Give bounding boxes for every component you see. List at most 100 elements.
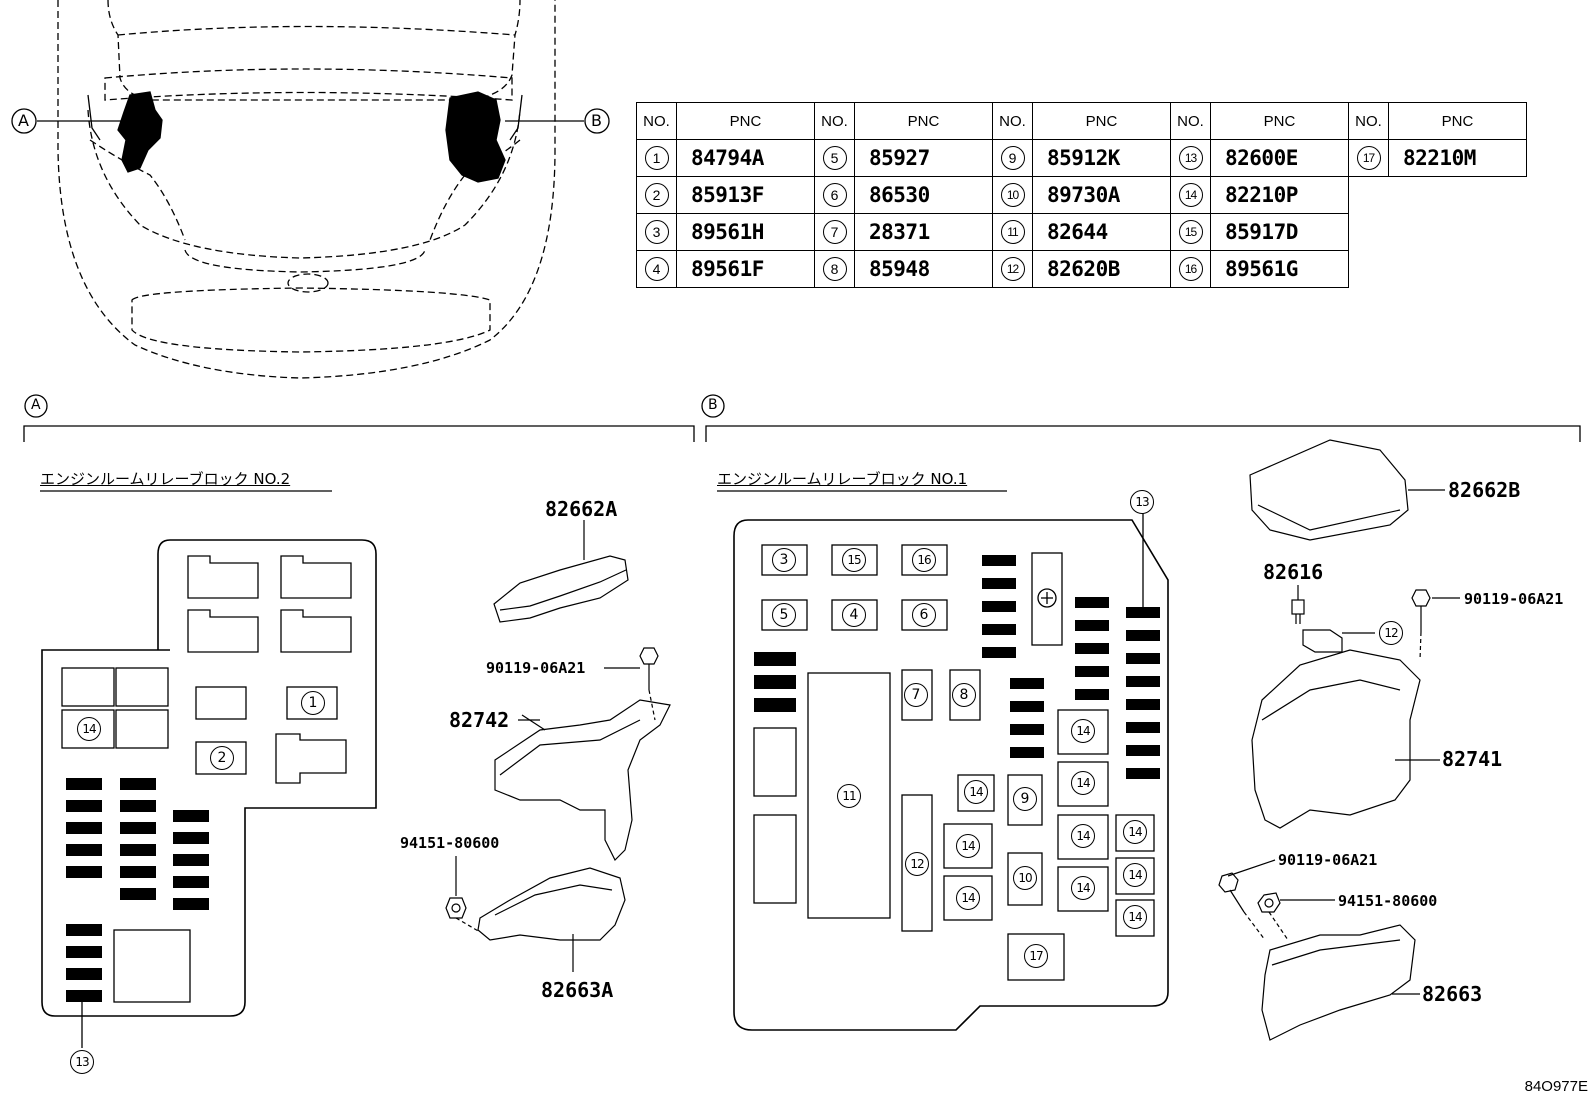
pnc-code: 82600E [1210, 139, 1349, 177]
pnc-code: 82620B [1032, 250, 1171, 288]
item-number: 16 [1178, 257, 1203, 281]
diagram-code: 84O977E [1524, 1078, 1588, 1095]
relay-block-no2-outline [41, 539, 377, 1017]
pnc-code: 85927 [854, 139, 993, 177]
header-no: NO. [1170, 102, 1211, 140]
header-pnc: PNC [1032, 102, 1171, 140]
item-number: 9 [1000, 146, 1025, 170]
pnc-code: 82644 [1032, 213, 1171, 251]
item-marker-13: 13 [1130, 490, 1154, 514]
callout-a-label: A [18, 111, 29, 130]
section-b-parts [1218, 439, 1460, 1041]
nut-a-icon [445, 897, 481, 933]
header-pnc: PNC [676, 102, 815, 140]
header-no: NO. [814, 102, 855, 140]
item-marker-1: 1 [301, 691, 325, 715]
lower-cover-82663a-shape [477, 867, 626, 941]
relay-block-a-location [117, 91, 163, 173]
bolt-b-top-icon [1411, 589, 1460, 661]
item-marker-4: 4 [842, 603, 866, 627]
fuse-stacks-no1 [754, 555, 1160, 779]
header-no: NO. [636, 102, 677, 140]
item-number: 2 [644, 183, 669, 207]
item-marker-6: 6 [912, 603, 936, 627]
relay-12-icon [1302, 629, 1375, 653]
pnc-code: 82210P [1210, 176, 1349, 214]
pnc-code: 28371 [854, 213, 993, 251]
section-b-bracket [705, 425, 1581, 442]
item-marker-14: 14 [1123, 863, 1147, 887]
item-number: 15 [1178, 220, 1203, 244]
callout-b-marker [584, 108, 610, 134]
item-marker-14: 14 [1071, 824, 1095, 848]
relay-82616-icon [1291, 585, 1305, 624]
part-label-82662a: 82662A [545, 497, 618, 521]
part-label-82663: 82663 [1422, 982, 1483, 1006]
car-front-illustration [57, 0, 556, 379]
item-number: 10 [1000, 183, 1025, 207]
cover-82662a-shape [493, 555, 629, 623]
pnc-code: 89561G [1210, 250, 1349, 288]
item-marker-8: 8 [952, 683, 976, 707]
part-label-82662b: 82662B [1448, 478, 1521, 502]
part-label-90119-b-top: 90119-06A21 [1464, 590, 1564, 608]
item-marker-12: 12 [905, 852, 929, 876]
item-marker-14: 14 [964, 780, 988, 804]
header-pnc: PNC [1388, 102, 1527, 140]
section-a-parts [445, 520, 671, 972]
item-marker-13: 13 [70, 1050, 94, 1074]
pnc-code: 89561H [676, 213, 815, 251]
pnc-code: 82210M [1388, 139, 1527, 177]
part-label-94151-a: 94151-80600 [400, 834, 500, 852]
item-number: 7 [822, 220, 847, 244]
item-marker-14: 14 [1071, 719, 1095, 743]
pnc-code: 84794A [676, 139, 815, 177]
part-label-90119-a: 90119-06A21 [486, 659, 586, 677]
bolt-a-icon [639, 647, 659, 721]
item-marker-14: 14 [1123, 905, 1147, 929]
section-b-marker [701, 394, 725, 418]
section-a-title: エンジンルームリレーブロック NO.2 [40, 470, 291, 488]
item-number: 6 [822, 183, 847, 207]
item-marker-17: 17 [1024, 944, 1048, 968]
item-number: 14 [1178, 183, 1203, 207]
callout-b-label: B [591, 111, 602, 130]
item-marker-14: 14 [956, 886, 980, 910]
cover-82662b-shape [1249, 439, 1409, 541]
item-marker-9: 9 [1013, 787, 1037, 811]
item-number: 1 [644, 146, 669, 170]
item-number: 11 [1000, 220, 1025, 244]
ground-terminal-icon [1037, 588, 1057, 608]
item-number: 17 [1356, 146, 1381, 170]
item-marker-15: 15 [842, 548, 866, 572]
part-label-90119-b-bottom: 90119-06A21 [1278, 851, 1378, 869]
pnc-code: 89730A [1032, 176, 1171, 214]
pnc-code: 85913F [676, 176, 815, 214]
pnc-code: 89561F [676, 250, 815, 288]
section-a-marker [24, 394, 48, 418]
part-label-82742: 82742 [449, 708, 510, 732]
relay-block-no1-outline [733, 519, 1169, 1031]
item-marker-3: 3 [772, 548, 796, 572]
callout-a-marker [11, 108, 37, 134]
section-a-bracket [23, 425, 695, 442]
section-b-title: エンジンルームリレーブロック NO.1 [717, 470, 968, 488]
header-pnc: PNC [854, 102, 993, 140]
part-label-82663a: 82663A [541, 978, 614, 1002]
section-b-letter: B [708, 397, 718, 413]
section-a-letter: A [31, 397, 41, 413]
item-marker-12: 12 [1379, 621, 1403, 645]
item-number: 5 [822, 146, 847, 170]
item-marker-7: 7 [904, 683, 928, 707]
item-number: 3 [644, 220, 669, 244]
item-marker-11: 11 [837, 784, 861, 808]
item-number: 4 [644, 257, 669, 281]
part-label-82616: 82616 [1263, 560, 1324, 584]
item-marker-2: 2 [210, 746, 234, 770]
pnc-code: 85912K [1032, 139, 1171, 177]
item-number: 12 [1000, 257, 1025, 281]
pnc-code: 85948 [854, 250, 993, 288]
